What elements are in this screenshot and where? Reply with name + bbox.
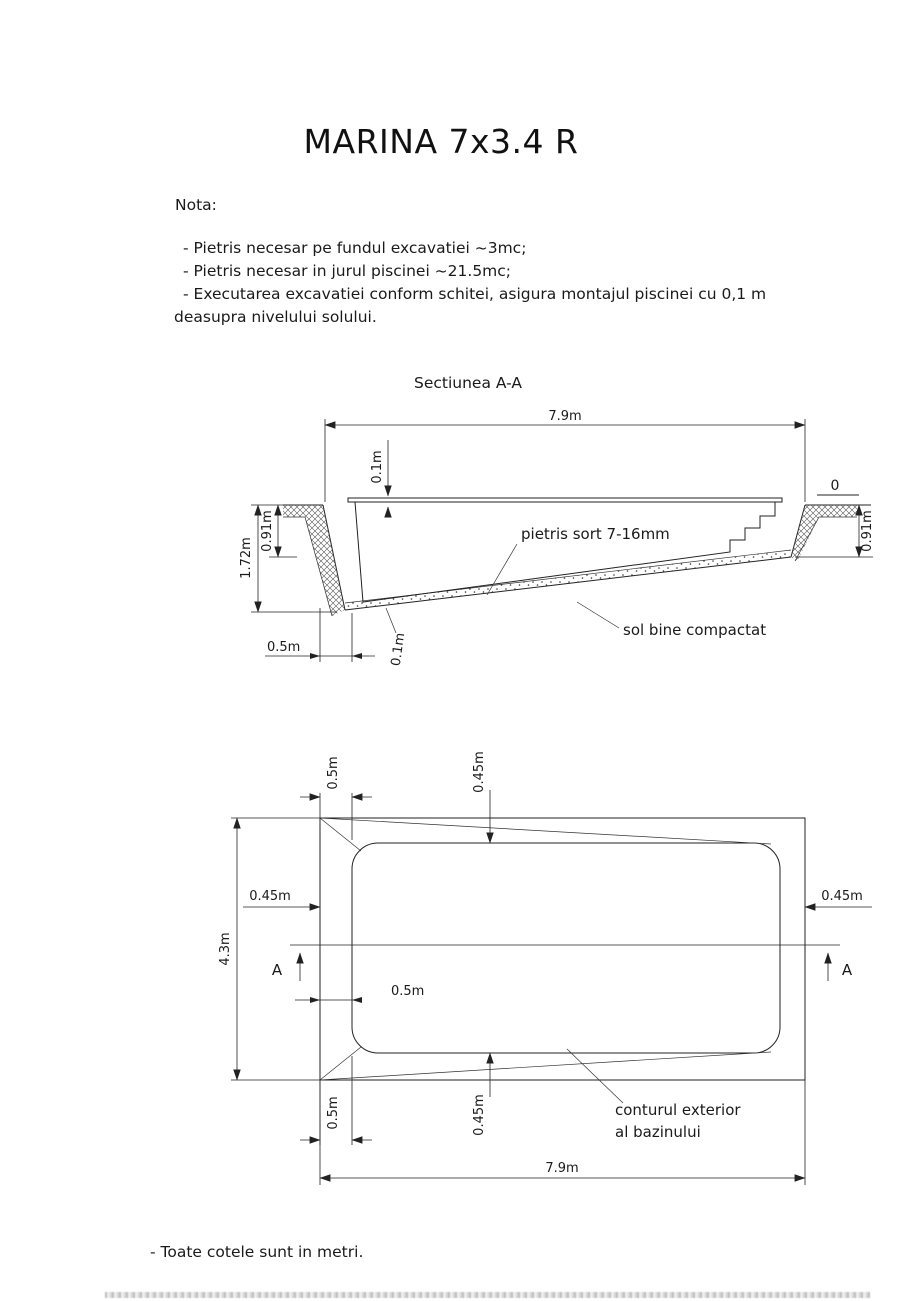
dim-label-gap-left-top: 0.5m bbox=[326, 756, 341, 789]
scan-artifact bbox=[105, 1292, 870, 1298]
excavation-contour bbox=[319, 817, 806, 1081]
dim-label-depth-shallow-right: 0.91m bbox=[860, 510, 875, 552]
dim-label-side-right: 0.45m bbox=[821, 889, 863, 904]
dim-gravel-thickness: 0.1m bbox=[385, 607, 408, 667]
gravel-label: pietris sort 7-16mm bbox=[521, 525, 670, 543]
plan-contours bbox=[319, 817, 806, 1081]
contour-label-line2: al bazinului bbox=[615, 1123, 701, 1141]
dim-label-depth-shallow-left: 0.91m bbox=[260, 510, 275, 552]
dim-gap-left-top: 0.5m bbox=[300, 756, 372, 840]
gravel-layer bbox=[344, 549, 792, 610]
dim-bottom-offset: 0.5m bbox=[265, 608, 375, 662]
section-marker-right: A bbox=[842, 961, 853, 979]
pool-section bbox=[347, 497, 783, 603]
page-title: MARINA 7x3.4 R bbox=[303, 122, 579, 161]
dim-label-gap-top: 0.45m bbox=[472, 751, 487, 793]
dim-side-left: 0.45m bbox=[243, 889, 321, 911]
note-item: - Pietris necesar in jurul piscinei ~21.… bbox=[183, 262, 512, 280]
dim-label-plan-width: 7.9m bbox=[545, 1161, 578, 1176]
dim-gap-left-bottom: 0.5m bbox=[300, 1056, 372, 1145]
dim-label-gap-left-mid: 0.5m bbox=[391, 984, 424, 999]
section-heading: Sectiunea A-A bbox=[413, 374, 523, 392]
dim-section-width: 7.9m bbox=[324, 409, 806, 502]
gravel-callout: pietris sort 7-16mm bbox=[486, 525, 670, 596]
soil-callout: sol bine compactat bbox=[576, 601, 766, 639]
note-item: - Pietris necesar pe fundul excavatiei ~… bbox=[183, 239, 527, 257]
dim-gap-top: 0.45m bbox=[472, 751, 494, 844]
dim-plan-width: 7.9m bbox=[319, 1080, 806, 1185]
dim-depth-left: 0.91m 1.72m bbox=[239, 504, 337, 613]
section-marker-left: A bbox=[272, 961, 283, 979]
notes-block: - Pietris necesar pe fundul excavatiei ~… bbox=[174, 237, 836, 329]
dim-gap-left-mid: 0.5m bbox=[295, 984, 424, 1003]
soil-hatch-left bbox=[283, 505, 345, 617]
dim-label-gravel-thickness: 0.1m bbox=[389, 632, 408, 667]
dim-gap-bottom: 0.45m bbox=[472, 1052, 494, 1136]
dim-label-gap-left-bottom: 0.5m bbox=[326, 1096, 341, 1129]
slope-line-bottom bbox=[319, 1051, 772, 1081]
slope-corner-top-left bbox=[319, 817, 362, 852]
soil-hatch-right bbox=[791, 505, 857, 562]
dim-label-section-width: 7.9m bbox=[548, 409, 581, 424]
datum-marker: 0 bbox=[817, 478, 859, 496]
dim-label-gap-bottom: 0.45m bbox=[472, 1094, 487, 1136]
dim-label-above-ground: 0.1m bbox=[370, 450, 385, 483]
note-item: - Executarea excavatiei conform schitei,… bbox=[174, 285, 767, 326]
contour-label-line1: conturul exterior bbox=[615, 1101, 741, 1119]
slope-corner-bottom-left bbox=[319, 1046, 362, 1081]
soil-label: sol bine compactat bbox=[623, 621, 766, 639]
pool-shell-outline bbox=[354, 501, 776, 603]
dim-label-bottom-offset: 0.5m bbox=[267, 640, 300, 655]
dim-above-ground: 0.1m bbox=[370, 440, 392, 518]
pool-contour bbox=[351, 842, 781, 1054]
plan-drawing: A A 4.3m 0.5m 0.45m 0.45m bbox=[218, 751, 872, 1185]
notes-heading: Nota: bbox=[175, 196, 217, 214]
dim-label-side-left: 0.45m bbox=[249, 889, 291, 904]
dim-label-depth-total: 1.72m bbox=[239, 537, 254, 579]
section-drawing: 7.9m 0.1m bbox=[239, 409, 875, 667]
section-cut-line: A A bbox=[272, 944, 853, 981]
dim-depth-right: 0.91m bbox=[795, 504, 875, 558]
footer-note: - Toate cotele sunt in metri. bbox=[150, 1243, 364, 1261]
slope-line-top bbox=[319, 817, 772, 845]
datum-zero-label: 0 bbox=[831, 478, 840, 494]
pool-coping bbox=[347, 497, 783, 503]
dim-side-right: 0.45m bbox=[804, 889, 872, 911]
contour-callout: conturul exterior al bazinului bbox=[566, 1048, 741, 1141]
dim-label-plan-height: 4.3m bbox=[218, 932, 233, 965]
dim-plan-height: 4.3m bbox=[218, 817, 320, 1081]
